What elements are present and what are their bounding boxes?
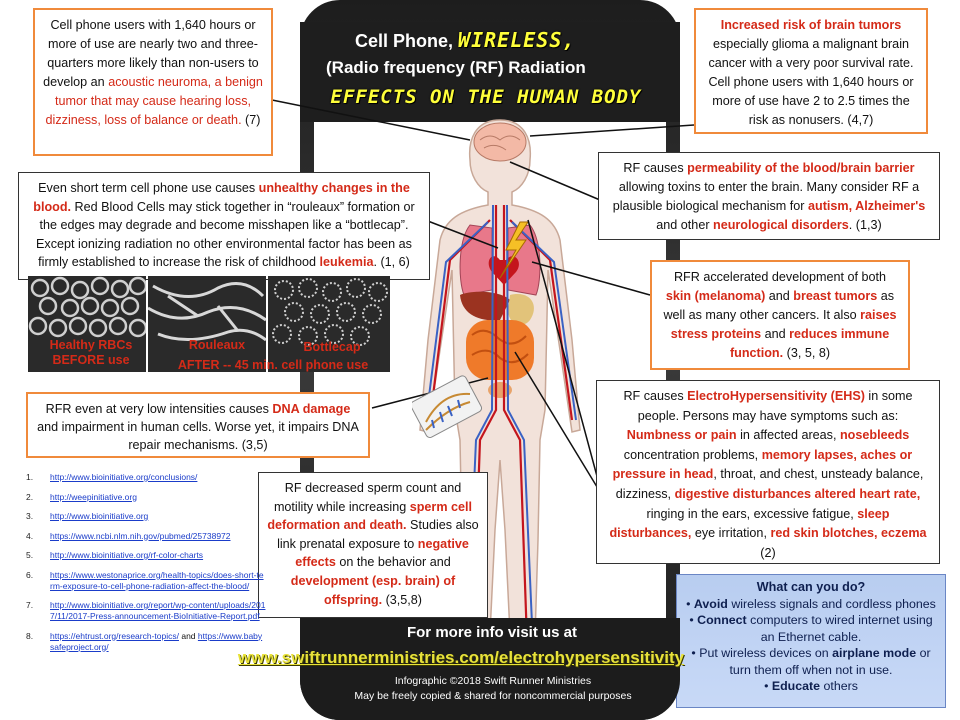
reference-item: 4.https://www.ncbi.nlm.nih.gov/pubmed/25… bbox=[26, 530, 231, 541]
reference-link[interactable]: http://weepinitiative.org bbox=[50, 491, 137, 502]
reference-link[interactable]: https://www.ncbi.nlm.nih.gov/pubmed/2573… bbox=[50, 530, 231, 541]
label-healthy-rbcs: Healthy RBCs BEFORE use bbox=[49, 338, 133, 367]
lightning-bolt-icon bbox=[499, 221, 529, 279]
photo-healthy-rbcs bbox=[28, 276, 146, 372]
credit-line-2: May be freely copied & shared for noncom… bbox=[354, 690, 632, 702]
reference-link[interactable]: https://ehtrust.org/research-topics/ bbox=[50, 630, 179, 641]
reference-item: 1.http://www.bioinitiative.org/conclusio… bbox=[26, 472, 198, 482]
callout-brain-tumors: Increased risk of brain tumors especiall… bbox=[694, 8, 928, 134]
human-body-illustration bbox=[419, 119, 581, 676]
reference-link[interactable]: http://www.bioinitiative.org/conclusions… bbox=[50, 472, 198, 482]
arteries bbox=[428, 205, 574, 671]
phone-bottom-bezel bbox=[300, 618, 680, 720]
callout-acoustic-neuroma: Cell phone users with 1,640 hours or mor… bbox=[33, 8, 273, 156]
intestines bbox=[466, 320, 534, 380]
references-list: 1.http://www.bioinitiative.org/conclusio… bbox=[26, 472, 266, 661]
label-bottlecap: Bottlecap bbox=[303, 340, 361, 354]
brain bbox=[473, 122, 527, 162]
tip-item: • Connect computers to wired internet us… bbox=[689, 613, 933, 644]
callout-dna-damage: RFR even at very low intensities causes … bbox=[26, 392, 370, 458]
title-line-1: Cell Phone, WIRELESS, bbox=[355, 28, 655, 52]
what-can-you-do-panel: What can you do? • Avoid wireless signal… bbox=[676, 574, 946, 708]
label-after-use: AFTER -- 45 min. cell phone use bbox=[177, 358, 369, 372]
tip-item: • Avoid wireless signals and cordless ph… bbox=[686, 596, 936, 611]
title-line-3: EFFECTS ON THE HUMAN BODY bbox=[330, 86, 642, 108]
what-can-you-do-title: What can you do? bbox=[756, 580, 866, 594]
photo-bottlecap bbox=[268, 276, 390, 372]
tip-item: • Educate others bbox=[764, 679, 858, 693]
reference-link[interactable]: https://www.westonaprice.org/health-topi… bbox=[50, 569, 264, 591]
callout-cancers: RFR accelerated development of both skin… bbox=[650, 260, 910, 370]
reference-item: 2.http://weepinitiative.org bbox=[26, 491, 137, 502]
label-rouleaux: Rouleaux bbox=[188, 338, 246, 352]
website-link[interactable]: www.swiftrunnerministries.com/electrohyp… bbox=[237, 648, 685, 667]
title-banner bbox=[300, 22, 680, 122]
title-cellphone: Cell Phone, bbox=[355, 31, 454, 51]
callout-sperm-offspring: RF decreased sperm count and motility wh… bbox=[258, 472, 488, 618]
reference-link[interactable]: http://www.bioinitiative.org/rf-color-ch… bbox=[50, 550, 204, 560]
reference-item: 5.http://www.bioinitiative.org/rf-color-… bbox=[26, 550, 204, 560]
more-info-text: For more info visit us at bbox=[406, 624, 578, 641]
veins bbox=[425, 204, 577, 671]
credit-text: Infographic ©2018 Swift Runner Ministrie… bbox=[310, 674, 676, 704]
dna-icon bbox=[412, 375, 483, 439]
reference-item: 3.http://www.bioinitiative.org bbox=[26, 511, 149, 521]
reference-item: 8.https://ehtrust.org/research-topics/ a… bbox=[26, 630, 263, 652]
stomach bbox=[508, 294, 534, 325]
liver bbox=[460, 291, 510, 321]
callout-blood-changes: Even short term cell phone use causes un… bbox=[18, 172, 430, 280]
callout-electrohypersensitivity: RF causes ElectroHypersensitivity (EHS) … bbox=[596, 380, 940, 564]
reference-link[interactable]: http://www.bioinitiative.org bbox=[50, 511, 149, 521]
photo-rouleaux bbox=[148, 276, 266, 372]
reference-link[interactable]: https://www.babysafeproject.org/ bbox=[50, 630, 263, 652]
title-line-2: (Radio frequency (RF) Radiation bbox=[326, 58, 586, 77]
title-wireless: WIRELESS, bbox=[458, 28, 576, 52]
tip-item: • Put wireless devices on airplane mode … bbox=[691, 646, 931, 677]
callout-blood-brain-barrier: RF causes permeability of the blood/brai… bbox=[598, 152, 940, 240]
reference-item: 6.https://www.westonaprice.org/health-to… bbox=[26, 570, 266, 592]
reference-link[interactable]: http://www.bioinitiative.org/report/wp-c… bbox=[50, 600, 266, 621]
credit-line-1: Infographic ©2018 Swift Runner Ministrie… bbox=[394, 675, 592, 687]
reference-item: 7.http://www.bioinitiative.org/report/wp… bbox=[26, 600, 266, 621]
